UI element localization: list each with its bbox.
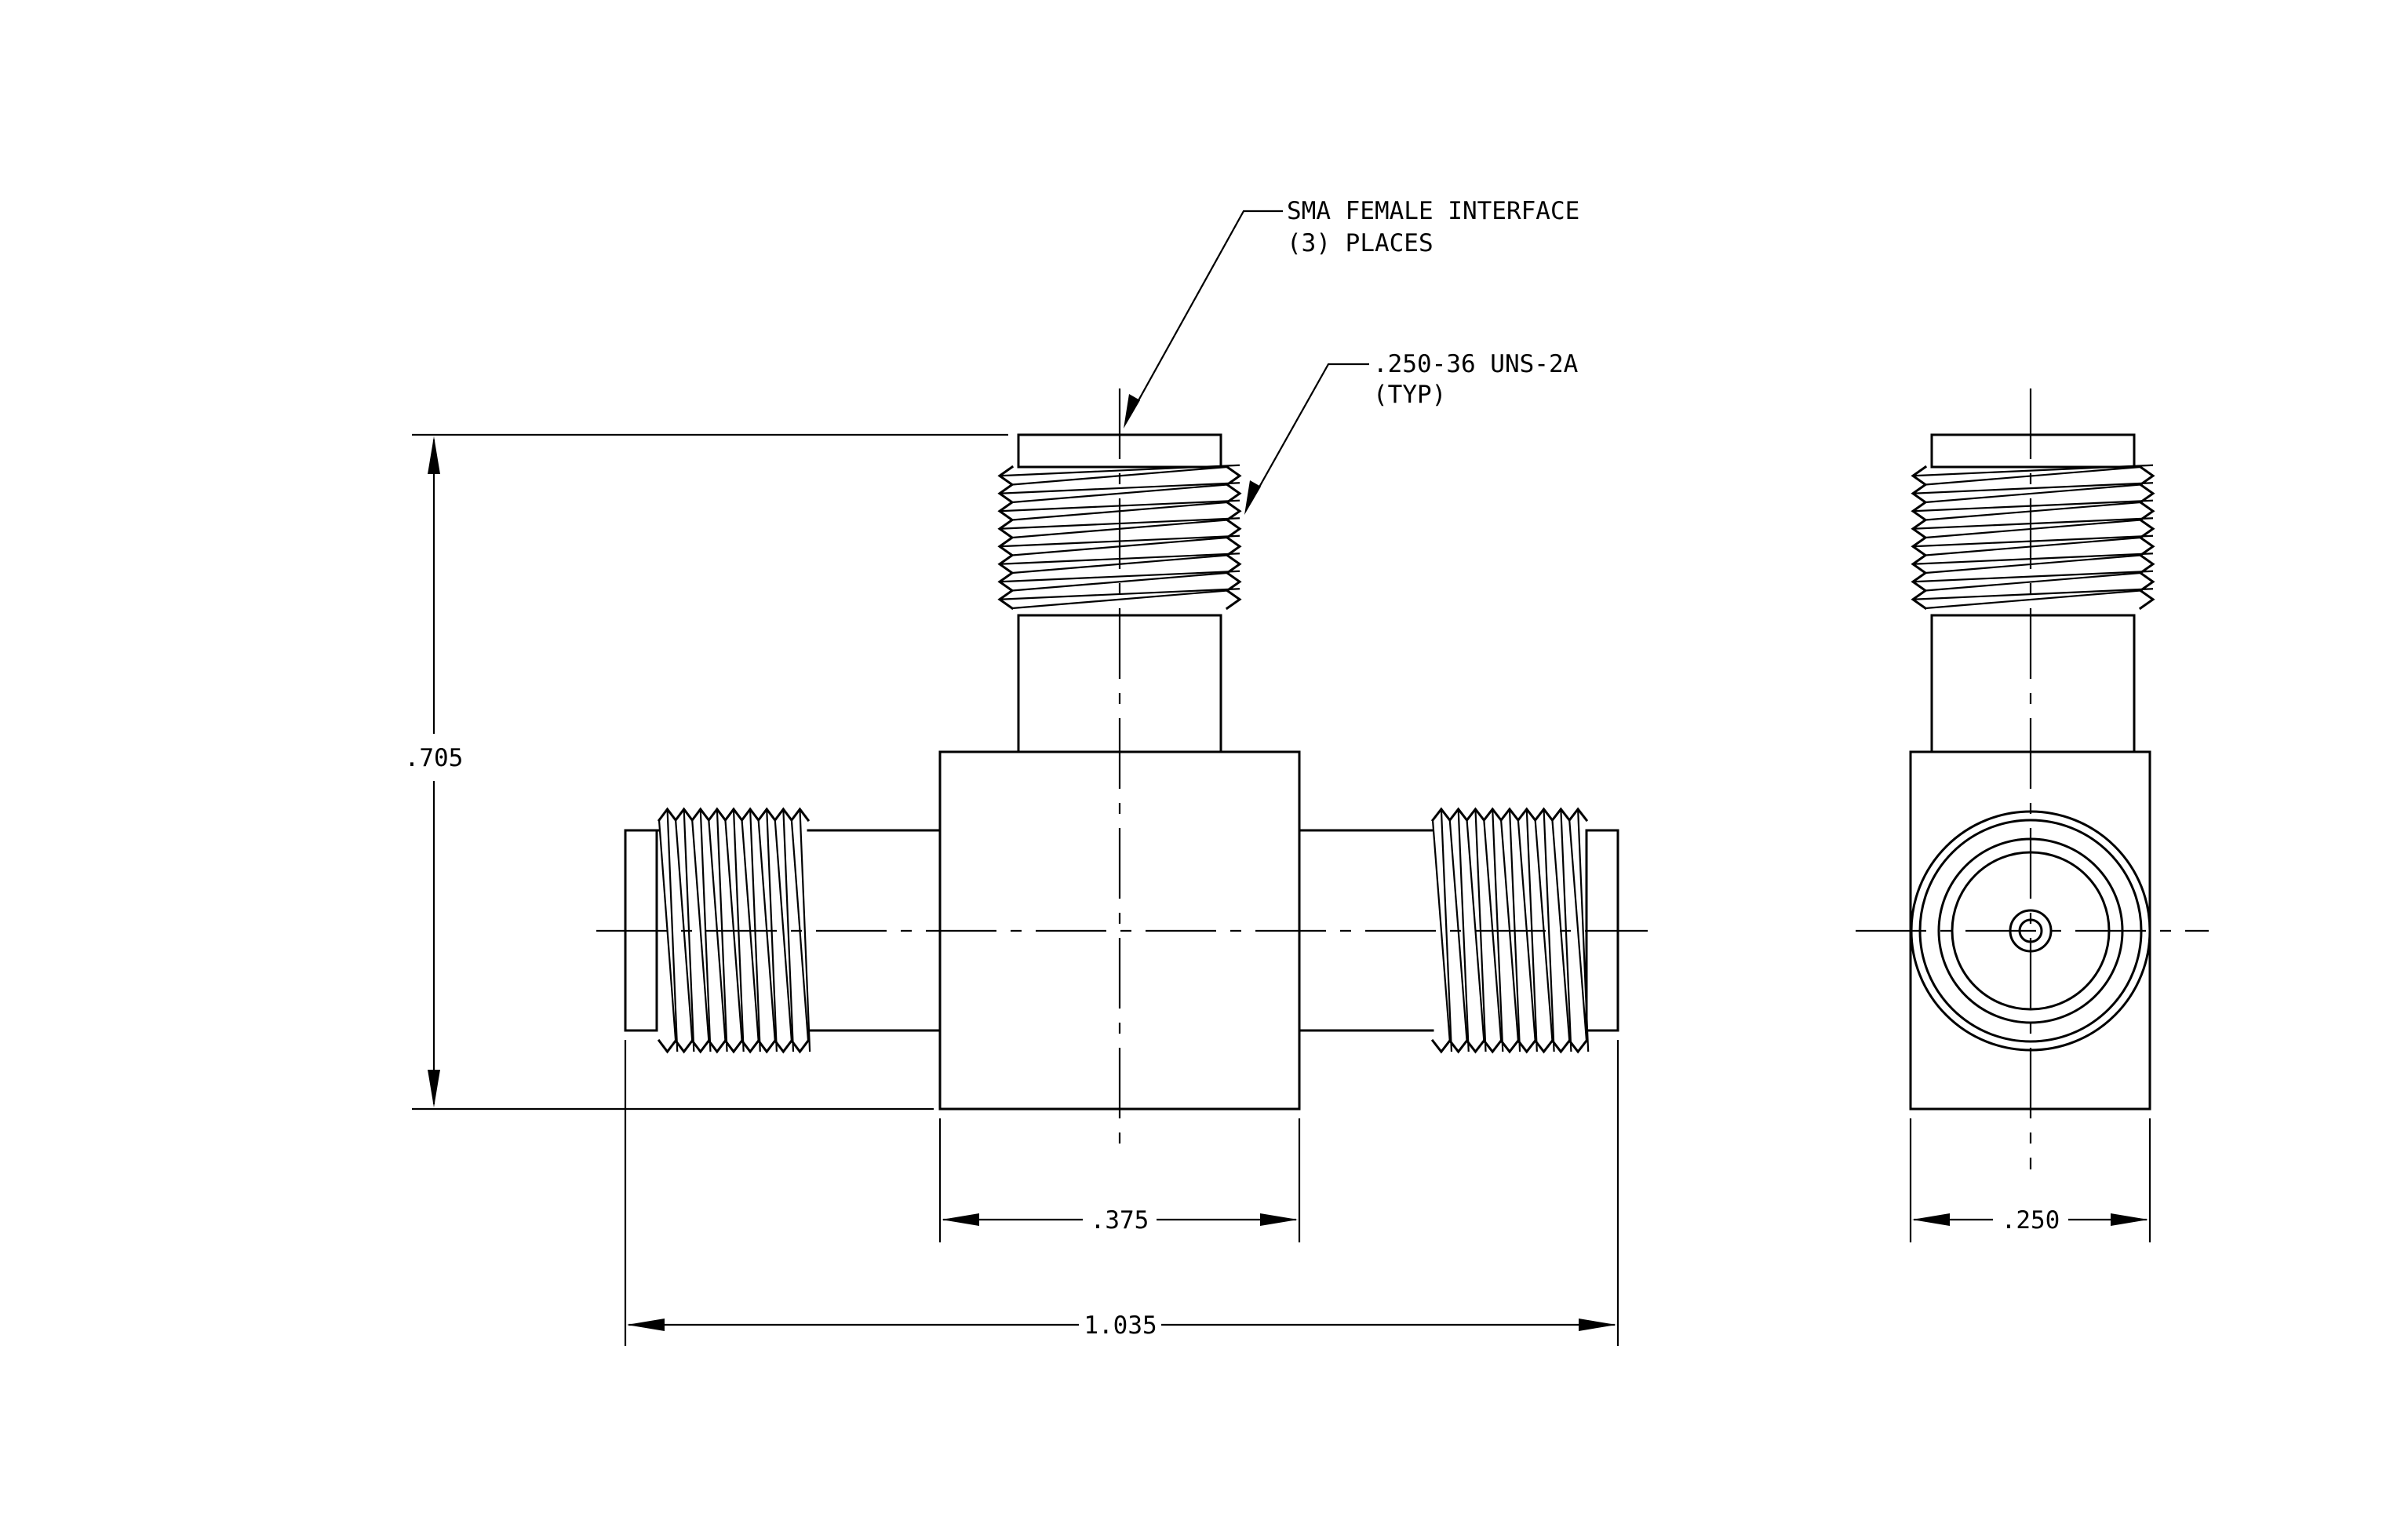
dim-body-width: .375: [1091, 1206, 1149, 1235]
dimensions: .705 .375 1.035 .250: [405, 433, 2151, 1346]
dim-overall-length: 1.035: [1084, 1311, 1157, 1340]
dim-side-width: .250: [2002, 1206, 2060, 1235]
front-view: [596, 388, 1648, 1158]
side-view: [1856, 388, 2209, 1169]
left-port: [624, 807, 942, 1054]
right-port: [1298, 807, 1619, 1054]
note-sma-places: (3) PLACES: [1287, 229, 1434, 257]
note-sma-interface: SMA FEMALE INTERFACE: [1287, 197, 1579, 225]
note-thread-typ: (TYP): [1373, 381, 1446, 409]
leader-notes: SMA FEMALE INTERFACE (3) PLACES .250-36 …: [1124, 197, 1579, 515]
dim-height: .705: [405, 744, 464, 772]
note-thread-spec: .250-36 UNS-2A: [1373, 350, 1579, 378]
